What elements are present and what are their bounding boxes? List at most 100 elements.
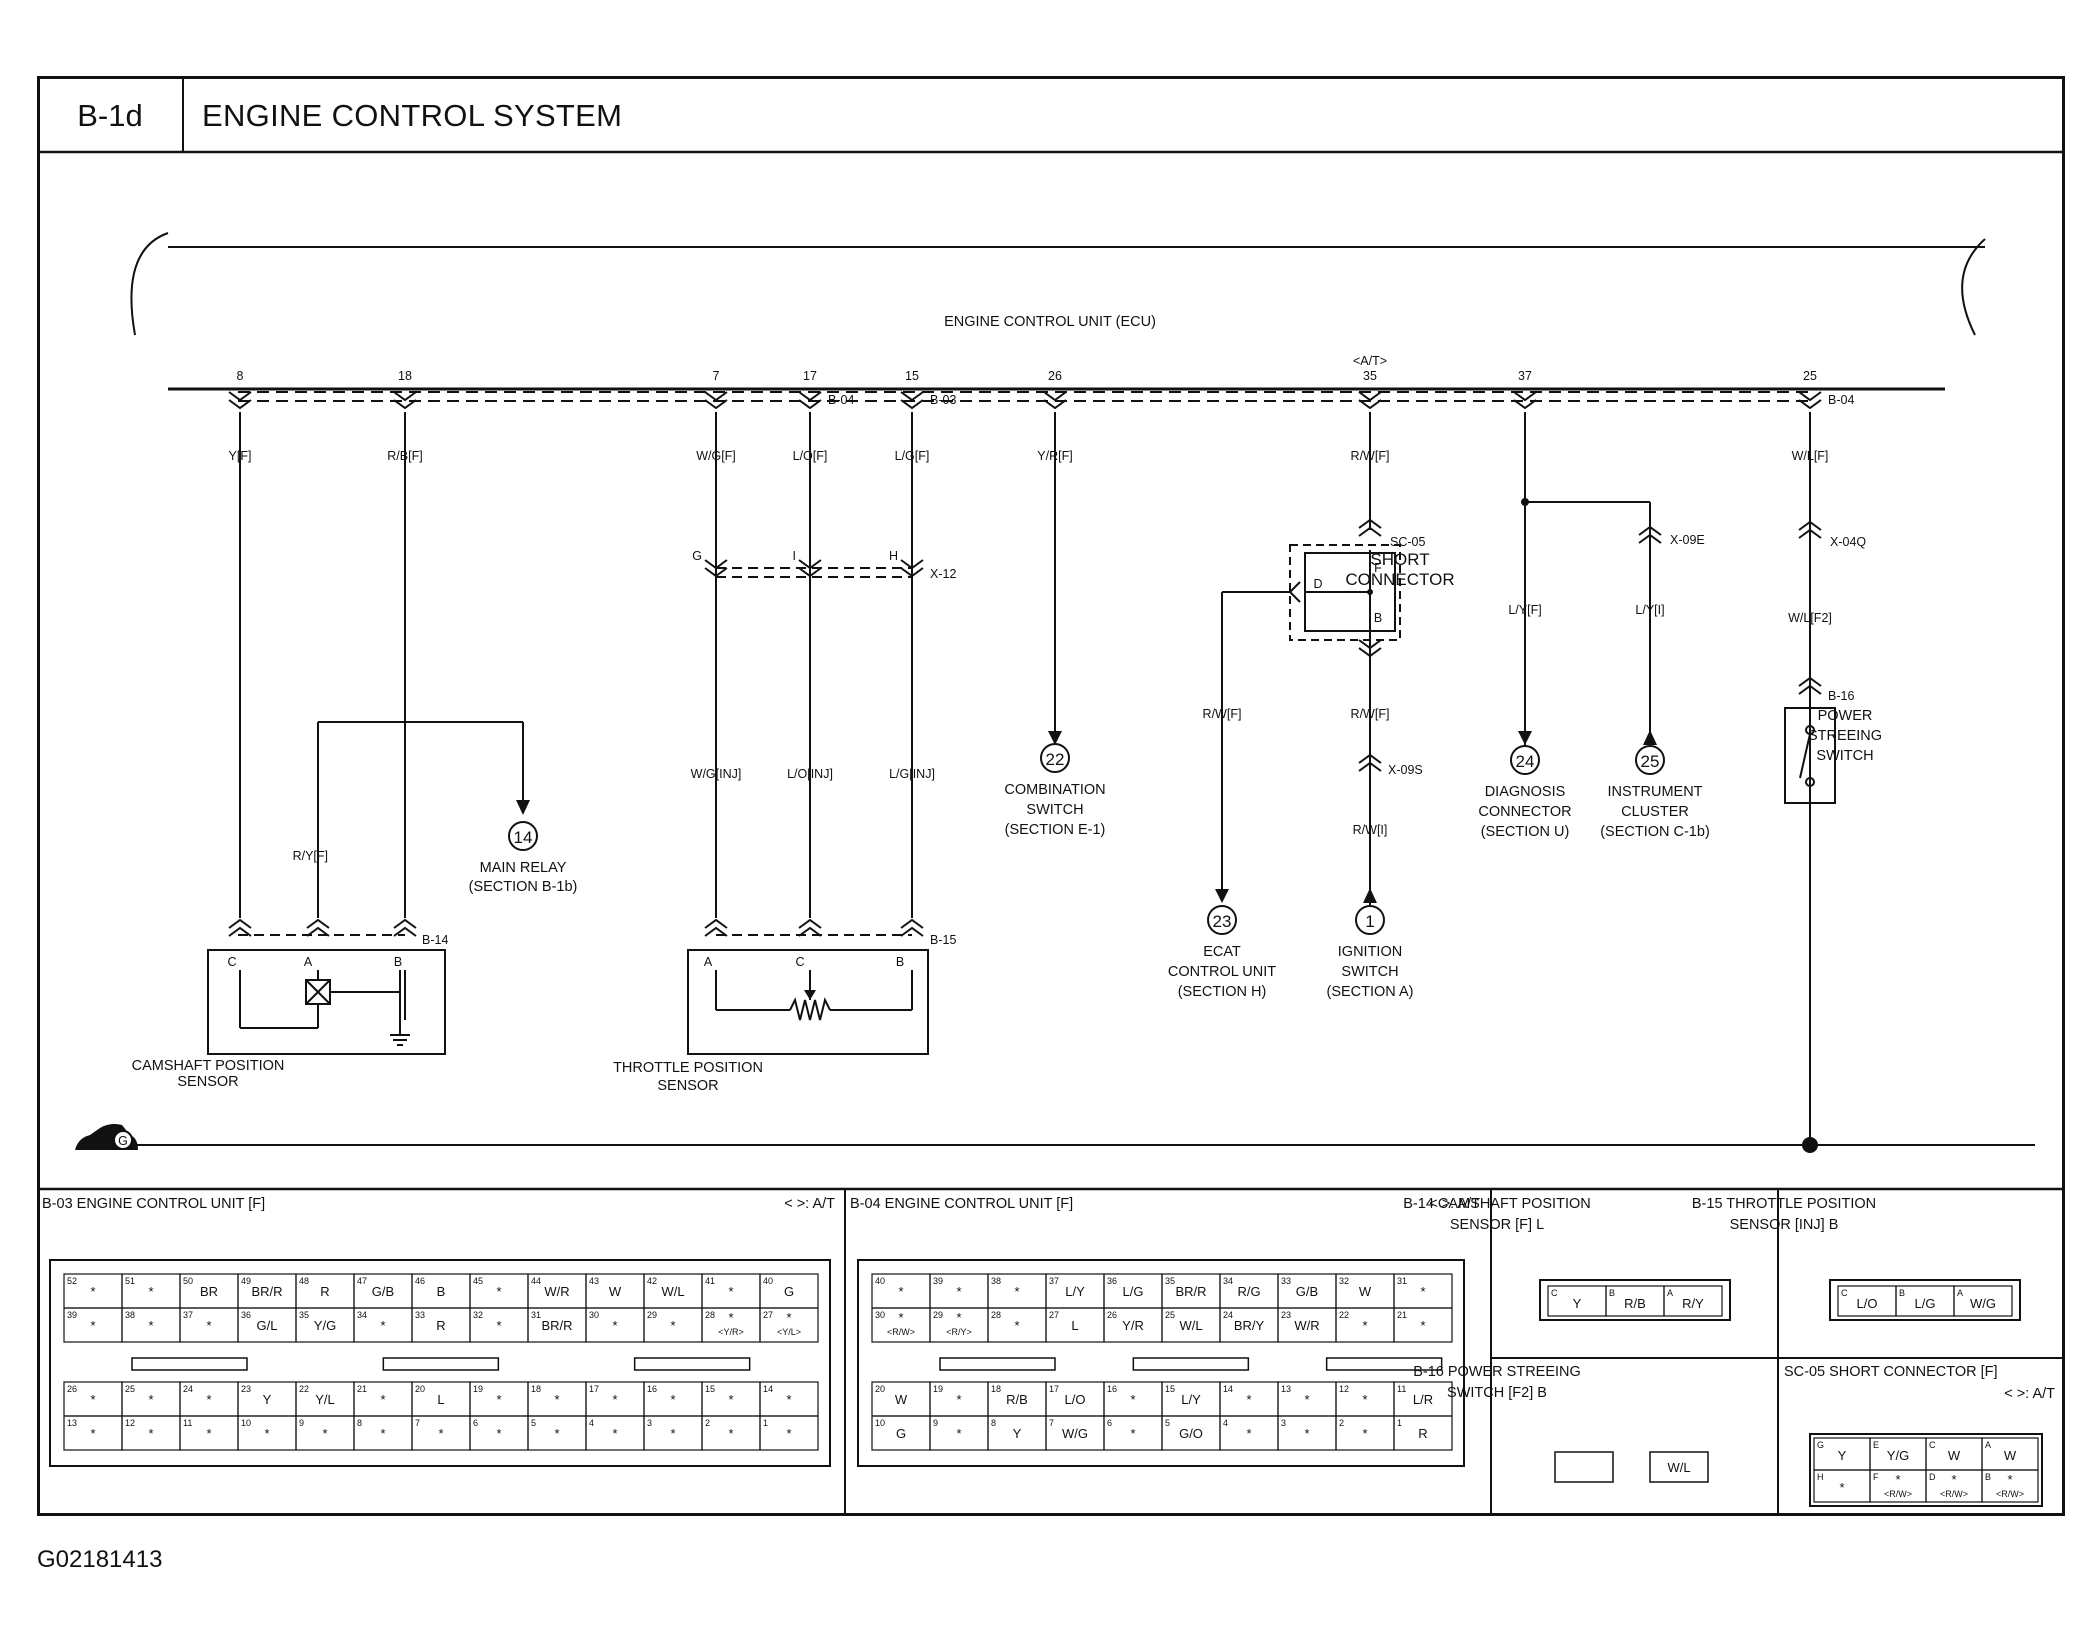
b03-value: W/L (661, 1284, 684, 1299)
b03-pin: 19 (473, 1384, 483, 1394)
b14-pin: C (1551, 1288, 1558, 1298)
connector-id: B-14 (422, 933, 448, 947)
instrument-cluster-ref-number: 25 (1641, 752, 1660, 771)
b04-housing (857, 1259, 1465, 1467)
b03-pin: 31 (531, 1310, 541, 1320)
figure-code: G02181413 (37, 1546, 163, 1573)
potentiometer (789, 997, 831, 1021)
b04-value: * (956, 1426, 961, 1441)
b04-pin: 31 (1397, 1276, 1407, 1286)
b03-pin: 27 (763, 1310, 773, 1320)
ecu-pin-number: 26 (1048, 369, 1062, 383)
sensor-pin: C (227, 955, 236, 969)
b04-pin: 10 (875, 1418, 885, 1428)
b04-value: W/G (1062, 1426, 1088, 1441)
b03-value: * (612, 1318, 617, 1333)
wire-color-label: R/W[F] (1203, 707, 1242, 721)
b03-pin: 34 (357, 1310, 367, 1320)
wire-color-label: L/G[INJ] (889, 767, 935, 781)
b04-value: * (1362, 1426, 1367, 1441)
throttle-sensor-label: THROTTLE POSITION (613, 1060, 763, 1076)
b03-value: B (437, 1284, 446, 1299)
sc05-value: * (2007, 1472, 2012, 1487)
connector-symbol (1358, 518, 1382, 537)
sc-pin: B (1374, 611, 1382, 625)
b03-pin: 44 (531, 1276, 541, 1286)
arrow-down (1518, 731, 1532, 745)
b04-value: * (1014, 1284, 1019, 1299)
sc-pin: F (1374, 561, 1382, 575)
power-steering-switch-box (1784, 707, 1836, 804)
b03-value: * (496, 1392, 501, 1407)
b04-pin: 17 (1049, 1384, 1059, 1394)
ecu-pin-connector (393, 391, 417, 410)
b04-pin: 27 (1049, 1310, 1059, 1320)
b04-pin: 5 (1165, 1418, 1170, 1428)
b04-pin: 8 (991, 1418, 996, 1428)
b04-pin: 6 (1107, 1418, 1112, 1428)
b15-value: W/G (1970, 1296, 1996, 1311)
ecu-pin-number: 17 (803, 369, 817, 383)
b04-pin: 21 (1397, 1310, 1407, 1320)
b16-title: B-16 POWER STREEING (1413, 1364, 1581, 1380)
power-steering-label: STREEING (1808, 728, 1882, 744)
wire-color-label: W/G[INJ] (691, 767, 742, 781)
sc05-pin: C (1929, 1440, 1936, 1450)
b04-value: G/B (1296, 1284, 1318, 1299)
wiper-arrow (804, 990, 816, 1000)
ecu-pin-connector (1358, 391, 1382, 410)
b03-pin: 52 (67, 1276, 77, 1286)
diagnosis-connector-ref (1510, 745, 1540, 775)
b03-value: * (264, 1426, 269, 1441)
b04-value: * (1362, 1318, 1367, 1333)
b03-value: * (496, 1284, 501, 1299)
b03-value: * (554, 1426, 559, 1441)
b14-housing (1539, 1279, 1731, 1321)
sensor-connector (393, 918, 417, 937)
b04-pin: 34 (1223, 1276, 1233, 1286)
main-relay-ref (508, 821, 538, 851)
b03-pin: 22 (299, 1384, 309, 1394)
sc05-pin: G (1817, 1440, 1824, 1450)
b04-value: <R/W> (887, 1327, 915, 1337)
b03-pin: 51 (125, 1276, 135, 1286)
b03-key (633, 1357, 751, 1371)
b03-value: * (380, 1318, 385, 1333)
instrument-cluster-ref (1635, 745, 1665, 775)
b04-value: * (898, 1284, 903, 1299)
b04-pin: 28 (991, 1310, 1001, 1320)
b03-pin: 38 (125, 1310, 135, 1320)
b03-pin: 9 (299, 1418, 304, 1428)
b03-value: * (670, 1318, 675, 1333)
b04-value: <R/Y> (946, 1327, 972, 1337)
b04-pin: 40 (875, 1276, 885, 1286)
b03-value: * (380, 1392, 385, 1407)
ecat-label: (SECTION H) (1178, 984, 1267, 1000)
sensor-pin: A (304, 955, 313, 969)
camshaft-sensor-box (207, 949, 446, 1055)
sc05-cell (1981, 1469, 2039, 1503)
b04-value: R/G (1237, 1284, 1260, 1299)
sensor-cross (305, 979, 331, 1005)
b04-key (939, 1357, 1056, 1371)
ecat-ref (1207, 905, 1237, 935)
b03-pin: 32 (473, 1310, 483, 1320)
b04-value: * (1246, 1392, 1251, 1407)
b04-pin: 9 (933, 1418, 938, 1428)
b03-value: * (554, 1392, 559, 1407)
b14-pin: A (1667, 1288, 1673, 1298)
b03-value: W (609, 1284, 622, 1299)
b03-pin: 20 (415, 1384, 425, 1394)
connector-id: X-04Q (1830, 535, 1866, 549)
b03-value: G/L (257, 1318, 278, 1333)
connector-id: B-04 (828, 393, 854, 407)
b04-pin: 16 (1107, 1384, 1117, 1394)
ignition-switch-label: SWITCH (1341, 964, 1398, 980)
b03-pin: 5 (531, 1418, 536, 1428)
sc-pin: D (1313, 577, 1322, 591)
b03-pin: 13 (67, 1418, 77, 1428)
b04-pin: 36 (1107, 1276, 1117, 1286)
x12-pin: H (889, 549, 898, 563)
ecat-label: CONTROL UNIT (1168, 964, 1276, 980)
b03-note: < >: A/T (784, 1196, 835, 1212)
